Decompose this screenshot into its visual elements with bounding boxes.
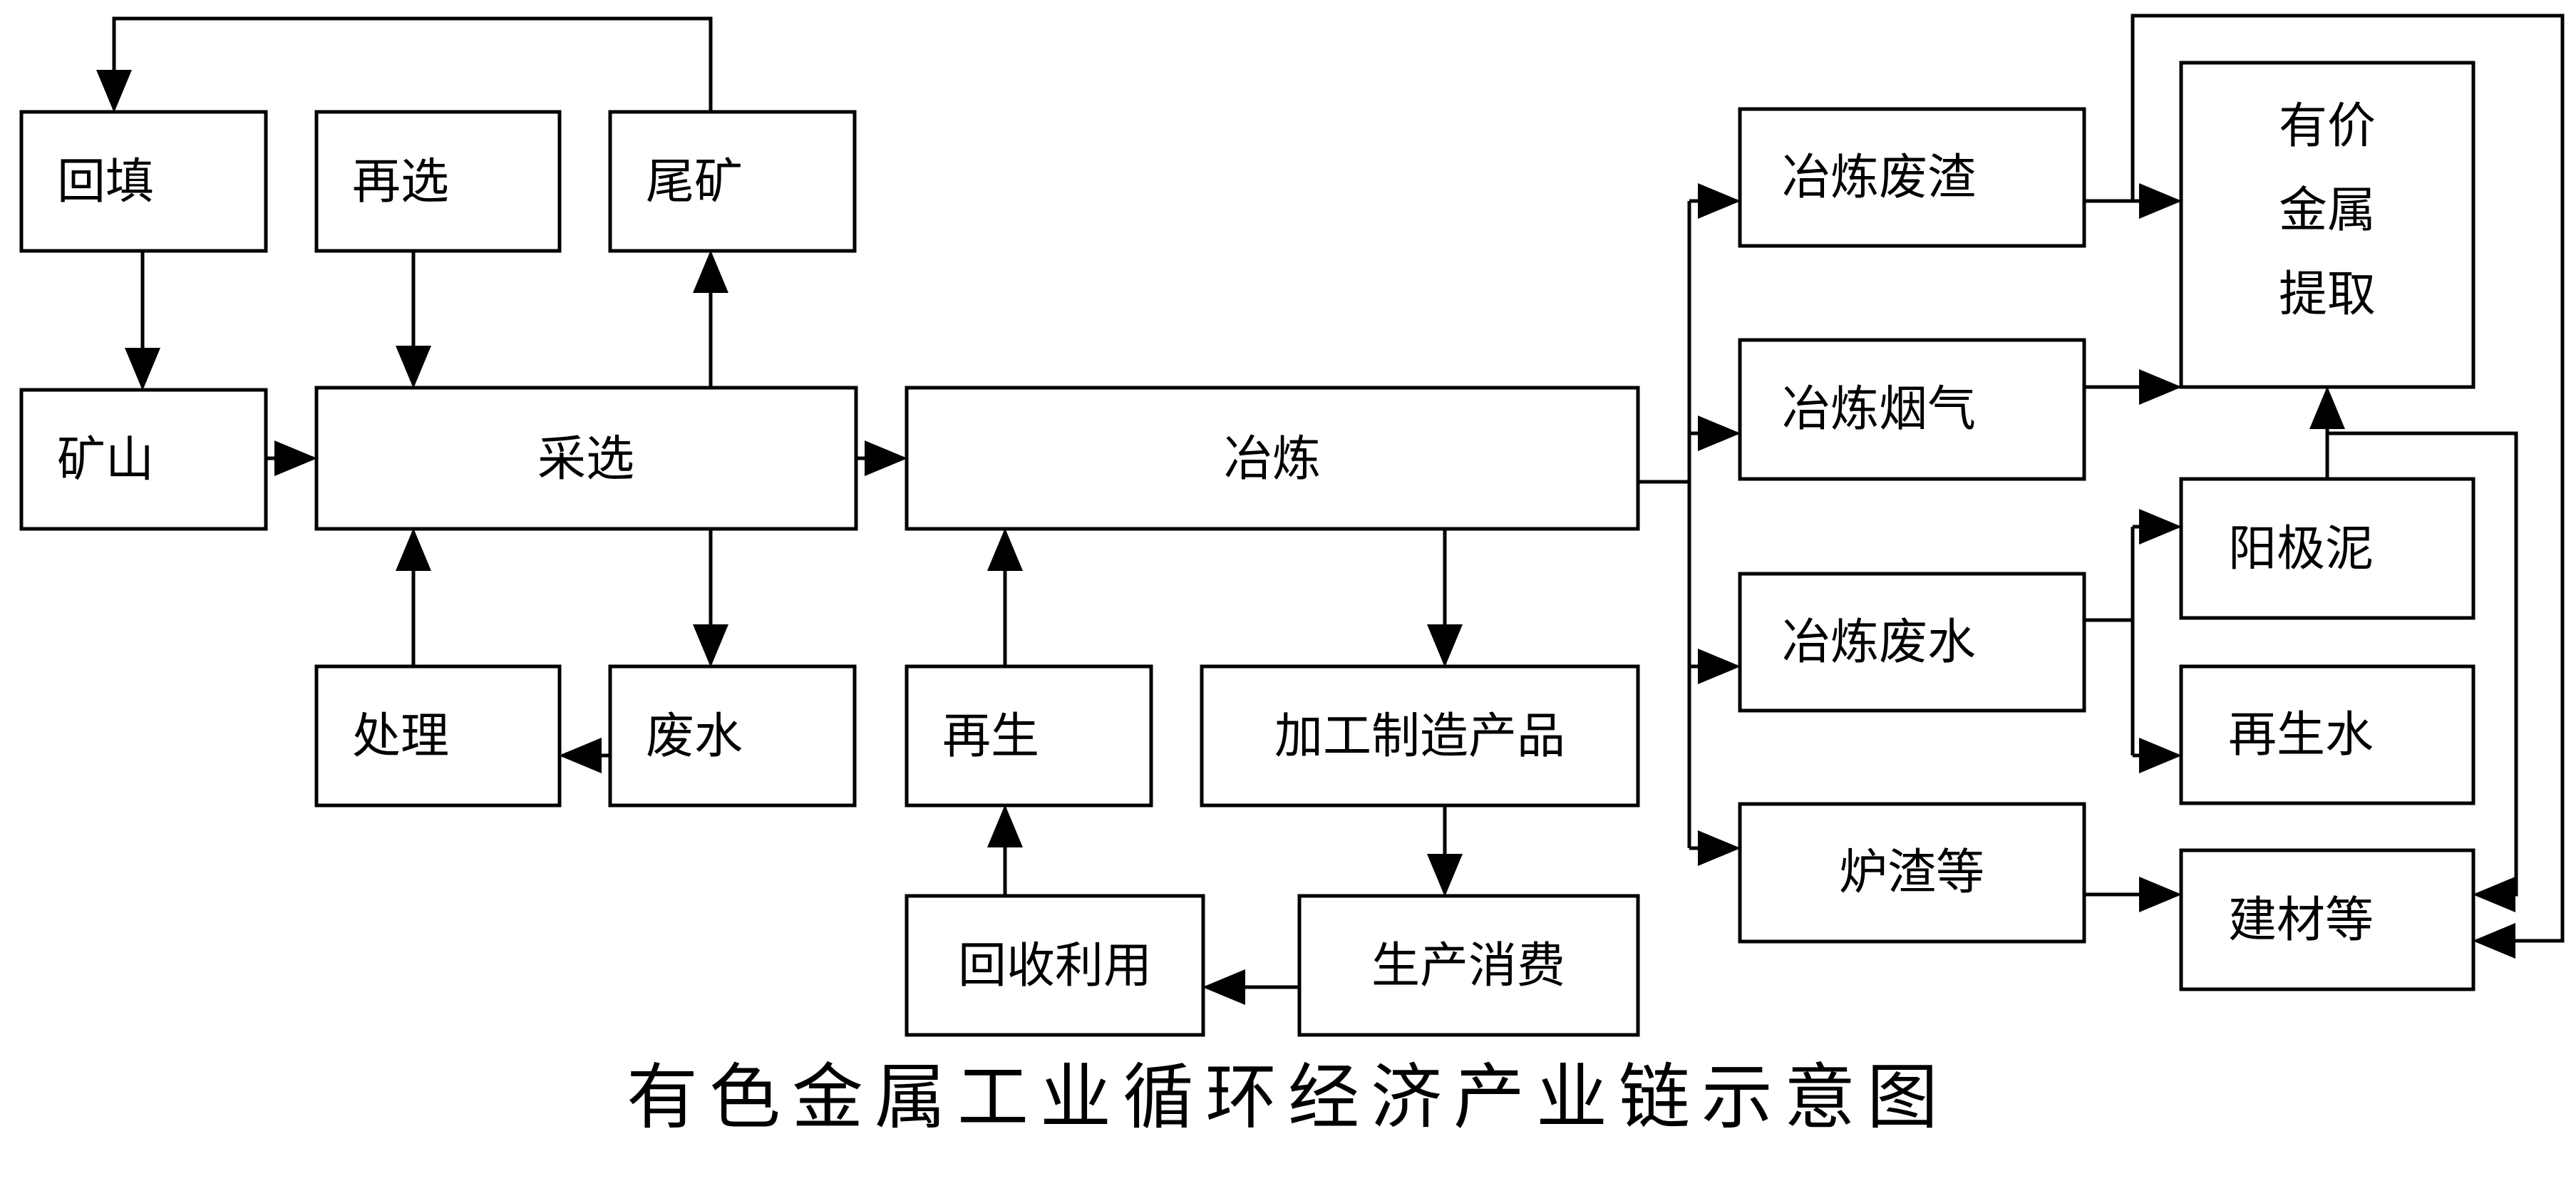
- edge-smelting-bus: [1638, 201, 1691, 848]
- diagram-caption: 有色金属工业循环经济产业链示意图: [627, 1056, 1949, 1139]
- edge-tailings-to-backfill: [96, 16, 713, 113]
- node-treatment: 处理: [314, 664, 562, 808]
- node-reclaimed-water: 再生水: [2179, 664, 2475, 805]
- node-tailings-label: 尾矿: [646, 154, 743, 210]
- node-recycling: 回收利用: [905, 894, 1205, 1037]
- node-backfill: 回填: [19, 110, 268, 253]
- edge-smelt-water-split: [2084, 527, 2135, 755]
- node-building-materials-label: 建材等: [2228, 892, 2374, 949]
- node-processing-label: 加工制造产品: [1274, 708, 1565, 765]
- node-flue-gas-label: 冶炼烟气: [1782, 381, 1976, 438]
- node-slag-label: 冶炼废渣: [1782, 150, 1976, 206]
- node-mine: 矿山: [19, 388, 268, 531]
- node-metal-extraction-label-3: 提取: [2279, 267, 2376, 323]
- node-wastewater-label: 废水: [646, 708, 743, 765]
- node-reselect: 再选: [314, 110, 562, 253]
- node-smelt-water: 冶炼废水: [1738, 572, 2086, 713]
- node-building-materials: 建材等: [2179, 848, 2475, 991]
- node-metal-extraction-label-1: 有价: [2279, 98, 2376, 155]
- node-treatment-label: 处理: [352, 708, 449, 765]
- node-anode-mud: 阳极泥: [2179, 477, 2475, 620]
- node-slag: 冶炼废渣: [1738, 107, 2086, 248]
- node-flue-gas: 冶炼烟气: [1738, 338, 2086, 481]
- node-processing: 加工制造产品: [1200, 664, 1640, 808]
- node-consumption: 生产消费: [1297, 894, 1640, 1037]
- node-metal-extraction: 有价 金属 提取: [2179, 61, 2475, 389]
- edge-metal-branch-to-building: [2327, 431, 2518, 912]
- node-recycling-label: 回收利用: [958, 938, 1152, 994]
- node-mining: 采选: [314, 386, 858, 531]
- node-furnace-slag-label: 炉渣等: [1839, 845, 1984, 901]
- node-regeneration: 再生: [905, 664, 1153, 808]
- node-backfill-label: 回填: [57, 154, 154, 210]
- node-reselect-label: 再选: [352, 154, 449, 210]
- node-mine-label: 矿山: [57, 432, 154, 488]
- node-consumption-label: 生产消费: [1371, 938, 1565, 994]
- node-smelting-label: 冶炼: [1224, 431, 1321, 488]
- node-smelt-water-label: 冶炼废水: [1782, 614, 1976, 671]
- node-metal-extraction-label-2: 金属: [2279, 182, 2376, 239]
- node-furnace-slag: 炉渣等: [1738, 802, 2086, 944]
- node-wastewater: 废水: [608, 664, 857, 808]
- node-reclaimed-water-label: 再生水: [2228, 707, 2374, 763]
- node-anode-mud-label: 阳极泥: [2228, 521, 2374, 577]
- node-regeneration-label: 再生: [942, 708, 1039, 765]
- edge-slag-loop-to-building: [2117, 14, 2565, 959]
- node-mining-label: 采选: [537, 431, 634, 488]
- node-tailings: 尾矿: [608, 110, 857, 253]
- node-smelting: 冶炼: [905, 386, 1640, 531]
